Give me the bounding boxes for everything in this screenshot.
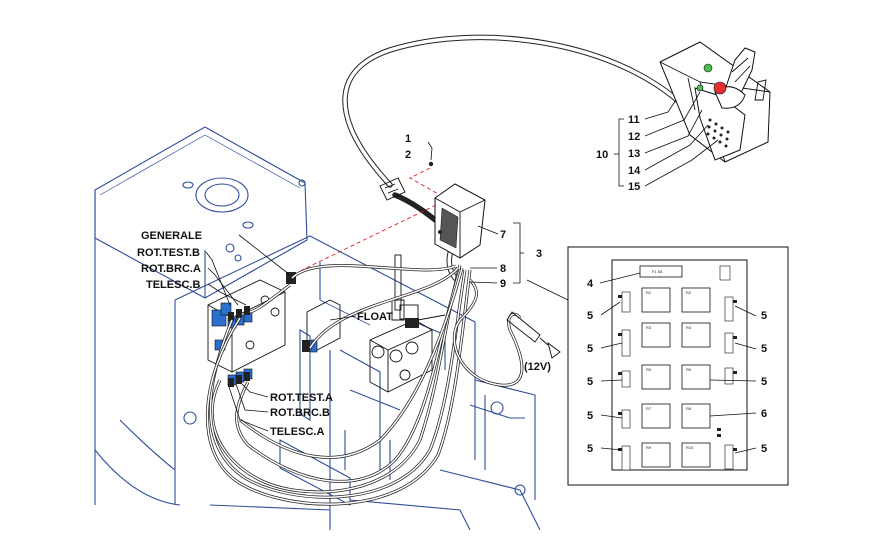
relay	[641, 442, 671, 468]
joystick-callouts	[614, 91, 719, 187]
callout-11: 11	[628, 114, 640, 126]
projection-line	[301, 204, 437, 271]
callout-3: 3	[536, 248, 542, 260]
control-box-grille	[439, 207, 459, 249]
label-telesc-a: TELESC.A	[270, 426, 324, 438]
relay-tag: R8	[686, 406, 692, 411]
projection-line	[409, 167, 441, 196]
relay	[641, 403, 671, 429]
relay-tag: R4	[686, 325, 692, 330]
relay-tag: R9	[646, 445, 652, 450]
label-rot-brc-a: ROT.BRC.A	[141, 263, 201, 275]
callout-5: 5	[587, 410, 593, 422]
callout-12: 12	[628, 131, 640, 143]
relay-tag: R5	[646, 367, 652, 372]
label-rot-test-b: ROT.TEST.B	[137, 247, 200, 259]
screw-icon	[427, 141, 434, 167]
relay	[681, 322, 711, 348]
relay	[681, 364, 711, 390]
relay	[641, 322, 671, 348]
label-float: FLOAT	[357, 311, 393, 323]
callout-5: 5	[587, 343, 593, 355]
joystick	[659, 41, 771, 163]
relay-tag: R1	[646, 290, 652, 295]
callout-8: 8	[500, 263, 506, 275]
callout-13: 13	[628, 148, 640, 160]
joystick-button-green-icon	[703, 63, 713, 73]
control-box-callouts	[469, 222, 569, 301]
callout-14: 14	[628, 165, 641, 177]
valve-label-leaders	[205, 234, 357, 432]
callout-15: 15	[628, 181, 640, 193]
callout-2: 2	[405, 149, 411, 161]
diode-strips	[621, 291, 734, 471]
joystick-button-red-icon	[713, 81, 727, 95]
wire-harness	[206, 34, 693, 506]
relay-tag: R10	[686, 445, 694, 450]
callout-5: 5	[761, 443, 767, 455]
label-rot-test-a: ROT.TEST.A	[270, 392, 333, 404]
callout-5: 5	[761, 376, 767, 388]
machine-body	[94, 126, 541, 531]
label-rot-brc-b: ROT.BRC.B	[270, 407, 330, 419]
callout-7: 7	[500, 229, 506, 241]
relay-tag: R3	[646, 325, 652, 330]
relay	[681, 442, 711, 468]
fuse	[639, 265, 683, 278]
relay-tag: R6	[686, 367, 692, 372]
fuse-tag: F1 5A	[652, 269, 663, 274]
electrical-board: F1 5A R1 R2 R3 R4 R5 R6 R7 R8 R9 R10	[567, 246, 789, 486]
joystick-button-green-icon	[696, 84, 704, 92]
label-voltage: (12V)	[524, 361, 551, 373]
callout-5: 5	[587, 376, 593, 388]
label-generale: GENERALE	[141, 230, 202, 242]
control-box	[434, 183, 486, 259]
callout-10: 10	[596, 149, 608, 161]
valve-bank	[207, 254, 446, 393]
relay	[641, 364, 671, 390]
callout-9: 9	[500, 278, 506, 290]
callout-4: 4	[587, 278, 594, 290]
callout-5: 5	[587, 310, 593, 322]
relay-tag: R7	[646, 406, 652, 411]
callout-5: 5	[761, 343, 767, 355]
relay	[641, 287, 671, 313]
relay	[681, 287, 711, 313]
callout-5: 5	[587, 443, 593, 455]
callout-5: 5	[761, 310, 767, 322]
joystick-keypad	[706, 118, 730, 148]
callout-6: 6	[761, 408, 767, 420]
label-telesc-b: TELESC.B	[146, 279, 200, 291]
callout-1: 1	[405, 133, 411, 145]
relay-tag: R2	[686, 290, 692, 295]
